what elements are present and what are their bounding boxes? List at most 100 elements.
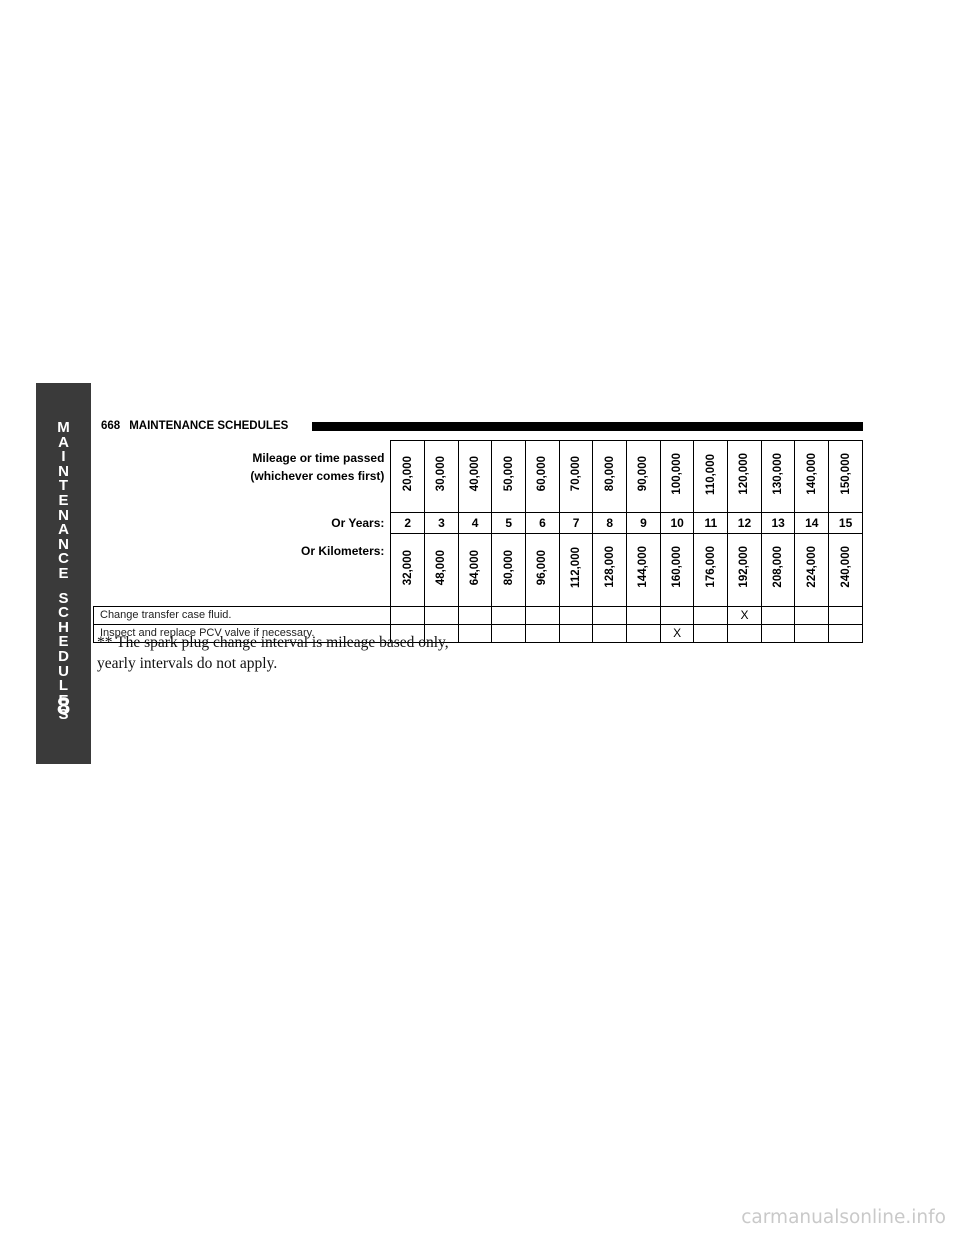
kilometers-value: 80,000 [502,549,515,585]
kilometers-cell: 240,000 [828,533,863,607]
side-tab-letter: S [58,706,69,724]
side-tab-letter: D [58,647,69,665]
task-mark-cell: X [727,605,762,625]
kilometers-cell: 128,000 [592,533,628,607]
task-mark-cell [693,623,729,643]
miles-cell: 110,000 [693,440,729,513]
side-tab-letter: C [58,604,69,622]
task-mark-cell [558,605,594,625]
side-tab-letter: A [58,433,69,451]
page-number: 668 [101,420,121,432]
kilometers-cell: 208,000 [760,533,796,607]
task-mark-cell [727,623,762,643]
mileage-label-line2: (whichever comes first) [250,468,385,483]
miles-value: 130,000 [772,453,785,495]
task-mark-cell [558,623,594,643]
miles-value: 40,000 [469,456,482,492]
miles-cell: 30,000 [424,440,459,513]
miles-value: 150,000 [839,453,852,495]
mileage-row: Mileage or time passed (whichever comes … [94,440,863,513]
years-cell: 4 [457,512,493,534]
kilometers-value: 48,000 [435,549,448,585]
years-cell: 12 [727,512,762,534]
side-tab-letter: I [61,448,66,466]
years-cell: 8 [592,512,628,534]
kilometers-cell: 64,000 [457,533,493,607]
miles-cell: 90,000 [626,440,661,513]
miles-cell: 20,000 [390,440,426,513]
task-mark-cell [390,605,426,625]
side-tab-letter: H [58,618,69,636]
years-cell: 14 [794,512,830,534]
kilometers-value: 144,000 [637,546,650,589]
miles-value: 100,000 [671,453,684,495]
kilometers-cell: 112,000 [558,533,594,607]
side-tab-letter: E [58,564,69,582]
task-mark-cell [828,605,863,625]
side-tab-letter: E [58,491,69,509]
kilometers-value: 192,000 [738,546,751,589]
side-tab-letter: N [58,506,69,524]
kilometers-cell: 176,000 [693,533,729,607]
kilometers-cell: 48,000 [424,533,459,607]
kilometers-cell: 192,000 [727,533,762,607]
task-mark-cell [794,605,830,625]
side-tab-letter: M [57,419,70,436]
kilometers-label: Or Kilometers: [301,543,385,558]
task-mark-cell [592,605,628,625]
kilometers-cell: 80,000 [491,533,527,607]
task-mark-cell [794,623,830,643]
page-header: 668 MAINTENANCE SCHEDULES [101,419,288,433]
task-mark-cell [828,623,863,643]
miles-cell: 70,000 [558,440,594,513]
years-cell: 10 [659,512,695,534]
miles-value: 140,000 [805,453,818,495]
task-mark-cell [626,623,661,643]
miles-cell: 150,000 [828,440,863,513]
miles-cell: 130,000 [760,440,796,513]
task-name: Inspect and replace PCV valve if necessa… [92,623,392,643]
task-name: Change transfer case fluid. [92,605,392,625]
miles-cell: 50,000 [491,440,527,513]
footnote: ** The spark plug change interval is mil… [97,632,517,674]
miles-value: 70,000 [570,456,583,492]
task-mark-cell [424,605,459,625]
task-mark-cell [491,605,527,625]
kilometers-value: 128,000 [603,546,616,589]
task-mark-cell [760,605,796,625]
task-mark-cell [457,605,493,625]
side-tab-letter: S [58,589,69,607]
years-label: Or Years: [331,516,385,530]
years-cell: 2 [390,512,426,534]
header-rule [312,422,863,431]
kilometers-cell: 224,000 [794,533,830,607]
footnote-line1: ** The spark plug change interval is mil… [97,634,449,651]
task-mark-cell [693,605,729,625]
miles-cell: 60,000 [525,440,560,513]
side-tab-letter: A [58,521,69,539]
task-row: Inspect and replace PCV valve if necessa… [92,623,863,643]
mileage-label-line1: Mileage or time passed [252,450,385,465]
miles-value: 60,000 [536,456,549,492]
years-cell: 6 [525,512,560,534]
miles-value: 50,000 [502,456,515,492]
side-tab-letter: L [58,677,69,695]
kilometers-value: 240,000 [839,546,852,589]
task-mark-cell [525,623,560,643]
kilometers-value: 112,000 [570,546,583,588]
miles-cell: 140,000 [794,440,830,513]
miles-value: 110,000 [704,453,717,495]
task-mark-cell [760,623,796,643]
side-tab-letter: N [58,462,69,480]
kilometers-cell: 160,000 [659,533,695,607]
years-cell: 11 [693,512,729,534]
miles-cell: 100,000 [659,440,695,513]
years-cell: 7 [558,512,594,534]
task-mark-cell [626,605,661,625]
mileage-label: Mileage or time passed (whichever comes … [94,441,391,513]
page-title: MAINTENANCE SCHEDULES [129,420,289,432]
miles-cell: 40,000 [457,440,493,513]
